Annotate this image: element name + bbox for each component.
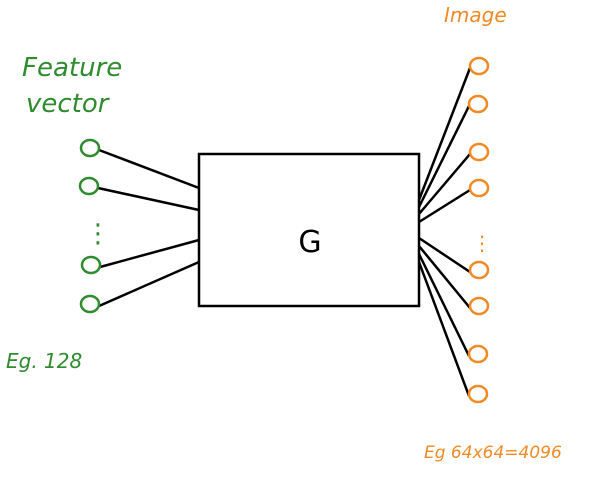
input-example: Eg. 128 <box>6 349 82 373</box>
input-nodes <box>78 138 102 314</box>
input-connection-2 <box>97 186 200 212</box>
output-node <box>468 56 490 76</box>
input-node <box>79 294 101 314</box>
generator-block <box>197 152 421 308</box>
input-connection-3 <box>99 238 200 269</box>
input-node <box>79 138 101 158</box>
output-connection-8 <box>417 261 471 397</box>
output-connection-1 <box>417 67 472 201</box>
output-connection-7 <box>417 253 471 357</box>
output-example: Eg 64x64=4096 <box>424 443 562 463</box>
output-title: Image <box>444 3 507 27</box>
output-nodes <box>467 56 490 404</box>
input-connections <box>97 148 200 308</box>
output-connection-6 <box>418 245 471 309</box>
generator-label: G <box>298 225 321 260</box>
output-node <box>467 94 489 114</box>
input-connection-1 <box>98 148 200 190</box>
input-connection-4 <box>98 260 200 308</box>
input-node <box>78 176 100 196</box>
output-connection-4 <box>418 188 471 224</box>
input-title-line2: vector <box>26 89 111 119</box>
output-node <box>467 384 489 404</box>
output-connection-2 <box>417 105 471 208</box>
output-node <box>468 178 490 198</box>
output-node <box>467 344 489 364</box>
input-node <box>80 255 102 275</box>
output-node <box>468 142 490 162</box>
output-connection-3 <box>418 153 471 215</box>
output-node <box>468 260 490 280</box>
input-title-line1: Feature <box>22 53 122 83</box>
input-ellipsis: ⋮ <box>85 219 111 249</box>
output-connections <box>417 67 472 397</box>
output-connection-5 <box>418 236 471 274</box>
output-node <box>468 296 490 316</box>
output-ellipsis: ⋮ <box>472 231 492 255</box>
